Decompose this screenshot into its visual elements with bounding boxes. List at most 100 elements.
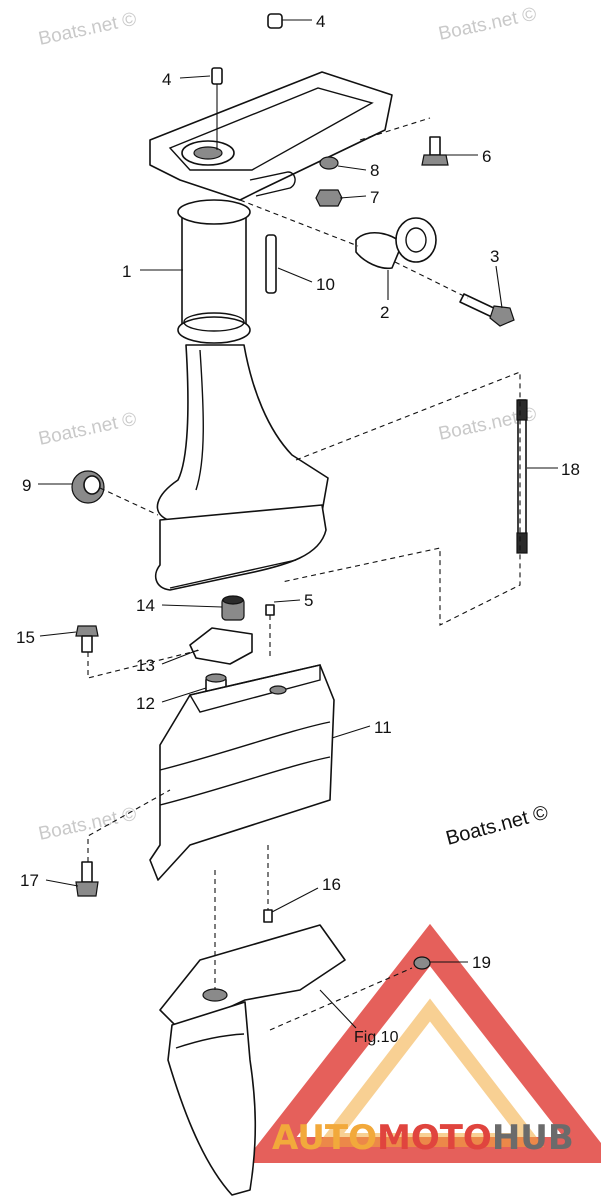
upper-mount-plate: [149, 71, 393, 201]
dash-bolt15: [87, 649, 201, 679]
leader-8: [337, 165, 367, 171]
logo-moto: MOTO: [377, 1118, 492, 1158]
dash-nut19: [269, 967, 413, 1031]
leader-10: [277, 267, 313, 283]
alignment-lines: [87, 117, 521, 1031]
label-part-8: 8: [370, 161, 379, 180]
leader-lines: [38, 19, 558, 1029]
label-part-1: 1: [122, 262, 131, 281]
leader-13: [161, 649, 199, 665]
plate-edge: [169, 559, 297, 589]
bolt-15-shank: [81, 635, 93, 653]
rod-body: [265, 234, 277, 294]
upper-rubber-mount: [177, 199, 251, 225]
part-13-plate: [189, 627, 253, 665]
bracket-tab: [249, 171, 296, 197]
label-part-6: 6: [482, 147, 491, 166]
part-14-bushing: [221, 595, 245, 621]
automotohub-logo: AUTOMOTOHUB: [243, 923, 601, 1163]
anti-ventilation-plate: [154, 504, 327, 591]
label-part-7: 7: [370, 188, 379, 207]
leader-7: [339, 195, 367, 199]
gearcase-top: [159, 924, 346, 1031]
lower-gearcase: [159, 924, 346, 1196]
dash-stud-frame: [281, 371, 521, 626]
part-7-nut: [315, 189, 343, 207]
label-part-10: 10: [316, 275, 335, 294]
leader-11: [331, 725, 371, 739]
leader-fig10: [319, 989, 357, 1029]
figure-reference: Fig.10: [354, 1029, 399, 1046]
leader-15: [39, 631, 77, 637]
watermark-1: Boats.net ©: [37, 9, 139, 50]
part-11-extension-housing: [149, 664, 335, 881]
part-5-pin: [265, 604, 275, 616]
clamp-ring: [395, 217, 437, 263]
lower-rubber-mount: [177, 316, 251, 344]
pin-top-body: [267, 13, 283, 29]
part-18-stud: [516, 399, 528, 554]
leader-17: [45, 879, 79, 887]
part-10-rod: [265, 234, 277, 294]
watermark-5: Boats.net ©: [37, 804, 139, 845]
dash-plate-to-bolt6: [359, 117, 431, 141]
leader-16: [271, 887, 319, 913]
label-part-19: 19: [472, 953, 491, 972]
part-16-pin: [263, 909, 273, 923]
gearcase-shaft-bore: [202, 988, 228, 1002]
label-part-2: 2: [380, 303, 389, 322]
stud-body: [517, 399, 527, 551]
part-3-bolt: [459, 293, 515, 327]
leader-12: [161, 687, 207, 703]
leader-5: [273, 599, 301, 603]
clamp-ring-bore: [405, 227, 427, 253]
extension-ridge-1: [159, 721, 331, 771]
lower-rubber-ring: [183, 312, 245, 332]
bolt-6-shank: [429, 136, 441, 156]
casing-body: [156, 344, 329, 521]
part-labels: 4 4 6 8 7 1 10 3 2 18 9 14 5 15 13 12 11…: [16, 12, 580, 972]
bushing-14-top: [222, 595, 244, 605]
label-part-14: 14: [136, 596, 155, 615]
brand-note: Boats.net ©: [444, 801, 551, 849]
bolt-17-head: [75, 881, 99, 897]
casing-body-contour: [195, 349, 204, 491]
stud-thread-bottom: [516, 532, 528, 554]
gearcase-fin-1: [175, 1033, 245, 1049]
part-17-bolt: [75, 861, 99, 897]
bolt-17-shank: [81, 861, 93, 883]
upper-casing-assembly: [149, 71, 393, 591]
logo-triangle-outer: [243, 923, 601, 1163]
part-9-grommet: [71, 470, 105, 504]
label-part-16: 16: [322, 875, 341, 894]
gearcase-body: [167, 1001, 257, 1196]
upper-shaft-bore: [193, 146, 223, 160]
label-part-17: 17: [20, 871, 39, 890]
leader-14: [161, 604, 223, 608]
part-8-washer: [319, 156, 339, 170]
dash-grommet: [99, 487, 159, 516]
dowel-body: [211, 67, 223, 85]
bolt-15-head: [75, 625, 99, 637]
watermark-2: Boats.net ©: [437, 4, 539, 45]
bolt-6-head: [421, 154, 449, 166]
label-part-12: 12: [136, 694, 155, 713]
watermark-3: Boats.net ©: [37, 409, 139, 450]
logo-hub: HUB: [492, 1118, 574, 1158]
label-part-15: 15: [16, 628, 35, 647]
leader-3: [495, 265, 503, 309]
part-6-bolt: [421, 136, 449, 166]
label-part-11: 11: [374, 718, 392, 737]
dash-bracket-to-clamp: [239, 199, 359, 247]
bushing-12-top: [205, 673, 227, 683]
bolt-3-head: [489, 305, 515, 327]
stud-thread-top: [516, 399, 528, 421]
dash-clamp-to-bolt: [394, 261, 469, 299]
leader-4: [179, 75, 211, 79]
part-15-bolt: [75, 625, 99, 653]
label-part-4: 4: [162, 70, 171, 89]
logo-auto: AUTO: [272, 1118, 377, 1158]
part-4-dowel: [211, 67, 223, 150]
logo-triangle-inner: [315, 998, 545, 1147]
